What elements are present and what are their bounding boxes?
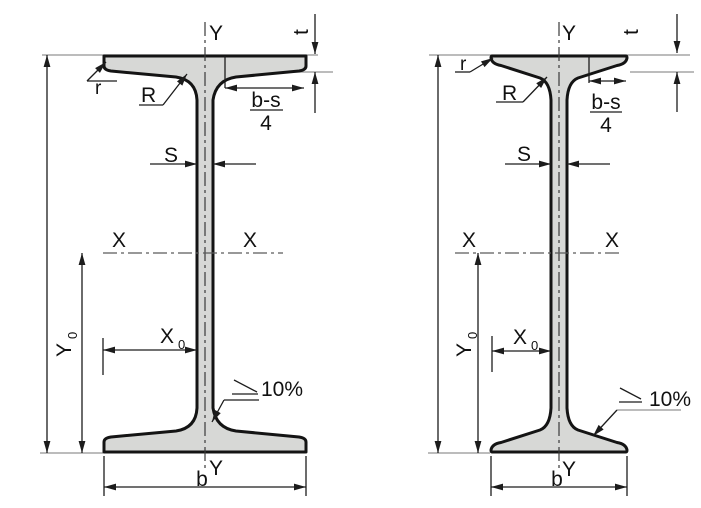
right-slope-leader	[592, 409, 618, 437]
left-slope-symbol-diagonal	[233, 379, 258, 393]
right-y0-subscript: 0	[465, 332, 480, 339]
right-R-leader	[522, 76, 548, 103]
left-slope-label: 10%	[261, 378, 303, 401]
left-flange-width-label: b	[196, 468, 208, 491]
left-web-thickness-label: S	[164, 144, 178, 167]
right-x0-label: X	[513, 326, 527, 349]
left-y-axis-label-top: Y	[209, 22, 223, 45]
right-slope-label: 10%	[649, 388, 691, 411]
left-quarter-width-denominator: 4	[260, 112, 272, 135]
left-x-axis-label-right: X	[243, 229, 257, 252]
right-r-leader	[469, 57, 494, 73]
right-quarter-width-numerator: b-s	[591, 91, 620, 114]
left-R-leader	[162, 73, 188, 106]
left-flange-thickness-label: t	[290, 29, 313, 35]
right-y0-label: Y	[453, 343, 476, 357]
left-y0-subscript: 0	[65, 332, 80, 339]
left-r-leader	[86, 61, 107, 82]
right-y-axis-label-bottom: Y	[562, 458, 576, 481]
right-x0-subscript: 0	[531, 338, 538, 353]
left-y0-label: Y	[53, 343, 76, 357]
left-fillet-radius-label: R	[141, 84, 156, 107]
left-slope-leader	[211, 399, 225, 423]
left-beam-group: Y t r R b-s 4 S X X Y 0 X 0 10% Y b	[40, 14, 333, 496]
right-flange-width-label: b	[551, 468, 563, 491]
right-edge-radius-label: r	[460, 54, 467, 75]
right-y-axis-label-top: Y	[562, 22, 576, 45]
left-x0-label: X	[160, 325, 174, 348]
left-edge-radius-label: r	[95, 78, 102, 99]
right-quarter-width-denominator: 4	[600, 114, 612, 137]
right-flange-thickness-label: t	[620, 29, 643, 35]
right-x-axis-label-left: X	[462, 229, 476, 252]
right-web-thickness-label: S	[517, 143, 531, 166]
left-x-axis-label-left: X	[112, 229, 126, 252]
left-y-axis-label-bottom: Y	[209, 457, 223, 480]
right-x-axis-label-right: X	[605, 229, 619, 252]
right-beam-group: Y t r R b-s 4 S X X Y 0 X 0 10% Y b	[428, 14, 694, 496]
left-quarter-width-numerator: b-s	[251, 89, 280, 112]
left-x0-subscript: 0	[178, 337, 185, 352]
right-slope-symbol-diagonal	[619, 387, 642, 400]
right-fillet-radius-label: R	[502, 82, 517, 105]
